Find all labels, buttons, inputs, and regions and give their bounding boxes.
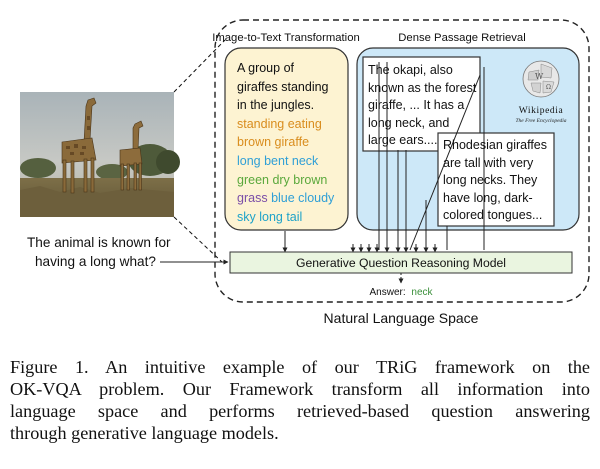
question-line-1: The animal is known for xyxy=(27,235,171,250)
caption-word-blue-cloudy: blue cloudy xyxy=(271,191,335,206)
caption-text-line-2: OK-VQA problem. Our Framework transform … xyxy=(10,379,590,399)
caption-line-8: grass blue cloudy xyxy=(237,189,334,208)
zoom-line-bottom xyxy=(173,216,223,263)
caption-line-7: green dry brown xyxy=(237,172,328,187)
passage-1-text: The okapi, also known as the forest gira… xyxy=(368,62,476,150)
image-to-text-title: Image-to-Text Transformation xyxy=(212,32,360,44)
svg-text:W: W xyxy=(535,72,544,81)
passage-2-line-2: are tall with very xyxy=(443,155,534,170)
caption-text-line-3: language space and performs retrieved-ba… xyxy=(10,401,590,421)
caption-box-text: A group of giraffes standing in the jung… xyxy=(237,59,334,226)
wikipedia-tagline: The Free Encyclopedia xyxy=(515,118,566,124)
caption-line-1: A group of xyxy=(237,61,294,75)
caption-line-5: brown giraffe xyxy=(237,135,310,150)
passage-2-line-5: colored tongues... xyxy=(443,208,543,223)
passage-2-line-4: have long, dark- xyxy=(443,190,533,205)
answer-text: Answer: neck xyxy=(369,287,433,298)
caption-line-2: giraffes standing xyxy=(237,79,329,94)
caption-text-line-4: through generative language models. xyxy=(10,423,279,443)
caption-line-3: in the jungles. xyxy=(237,98,315,113)
caption-word-grass: grass xyxy=(237,191,268,206)
figure-caption: Figure 1. An intuitive example of our TR… xyxy=(10,356,590,444)
natural-language-space-border xyxy=(214,19,590,303)
passage-2-line-1: Rhodesian giraffes xyxy=(443,138,548,152)
passage-1-line-3: giraffe, ... It has a xyxy=(368,98,465,113)
retrieval-connectors xyxy=(378,62,485,251)
model-input-arrows xyxy=(282,231,438,253)
caption-text-line-1: Figure 1. An intuitive example of our TR… xyxy=(10,357,590,377)
answer-value: neck xyxy=(411,287,433,298)
passage-2-box xyxy=(437,132,555,227)
svg-text:Ω: Ω xyxy=(546,84,551,91)
passage-2-line-3: long necks. They xyxy=(443,173,538,188)
passage-2-text: Rhodesian giraffes are tall with very lo… xyxy=(443,137,547,225)
passage-1-line-2: known as the forest xyxy=(368,80,477,95)
passage-1-line-4: long neck, and xyxy=(368,115,450,130)
caption-line-9: sky long tail xyxy=(237,209,303,224)
answer-label: Answer: xyxy=(369,287,405,298)
caption-line-6: long bent neck xyxy=(237,153,319,168)
giraffe-photo xyxy=(20,92,180,217)
wikipedia-name: Wikipedia xyxy=(519,106,564,116)
caption-box xyxy=(224,47,349,231)
passage-1-line-1: The okapi, also xyxy=(368,63,453,77)
dense-passage-retrieval-title: Dense Passage Retrieval xyxy=(398,32,525,44)
generative-model-label: Generative Question Reasoning Model xyxy=(296,256,506,270)
zoom-line-top xyxy=(173,39,226,93)
natural-language-space-label: Natural Language Space xyxy=(324,310,479,326)
passage-1-line-5: large ears.... xyxy=(368,133,438,148)
question-line-2: having a long what? xyxy=(35,254,156,269)
caption-line-4: standing eating xyxy=(237,116,322,131)
wikipedia-logo-icon: W Ω xyxy=(522,60,560,98)
